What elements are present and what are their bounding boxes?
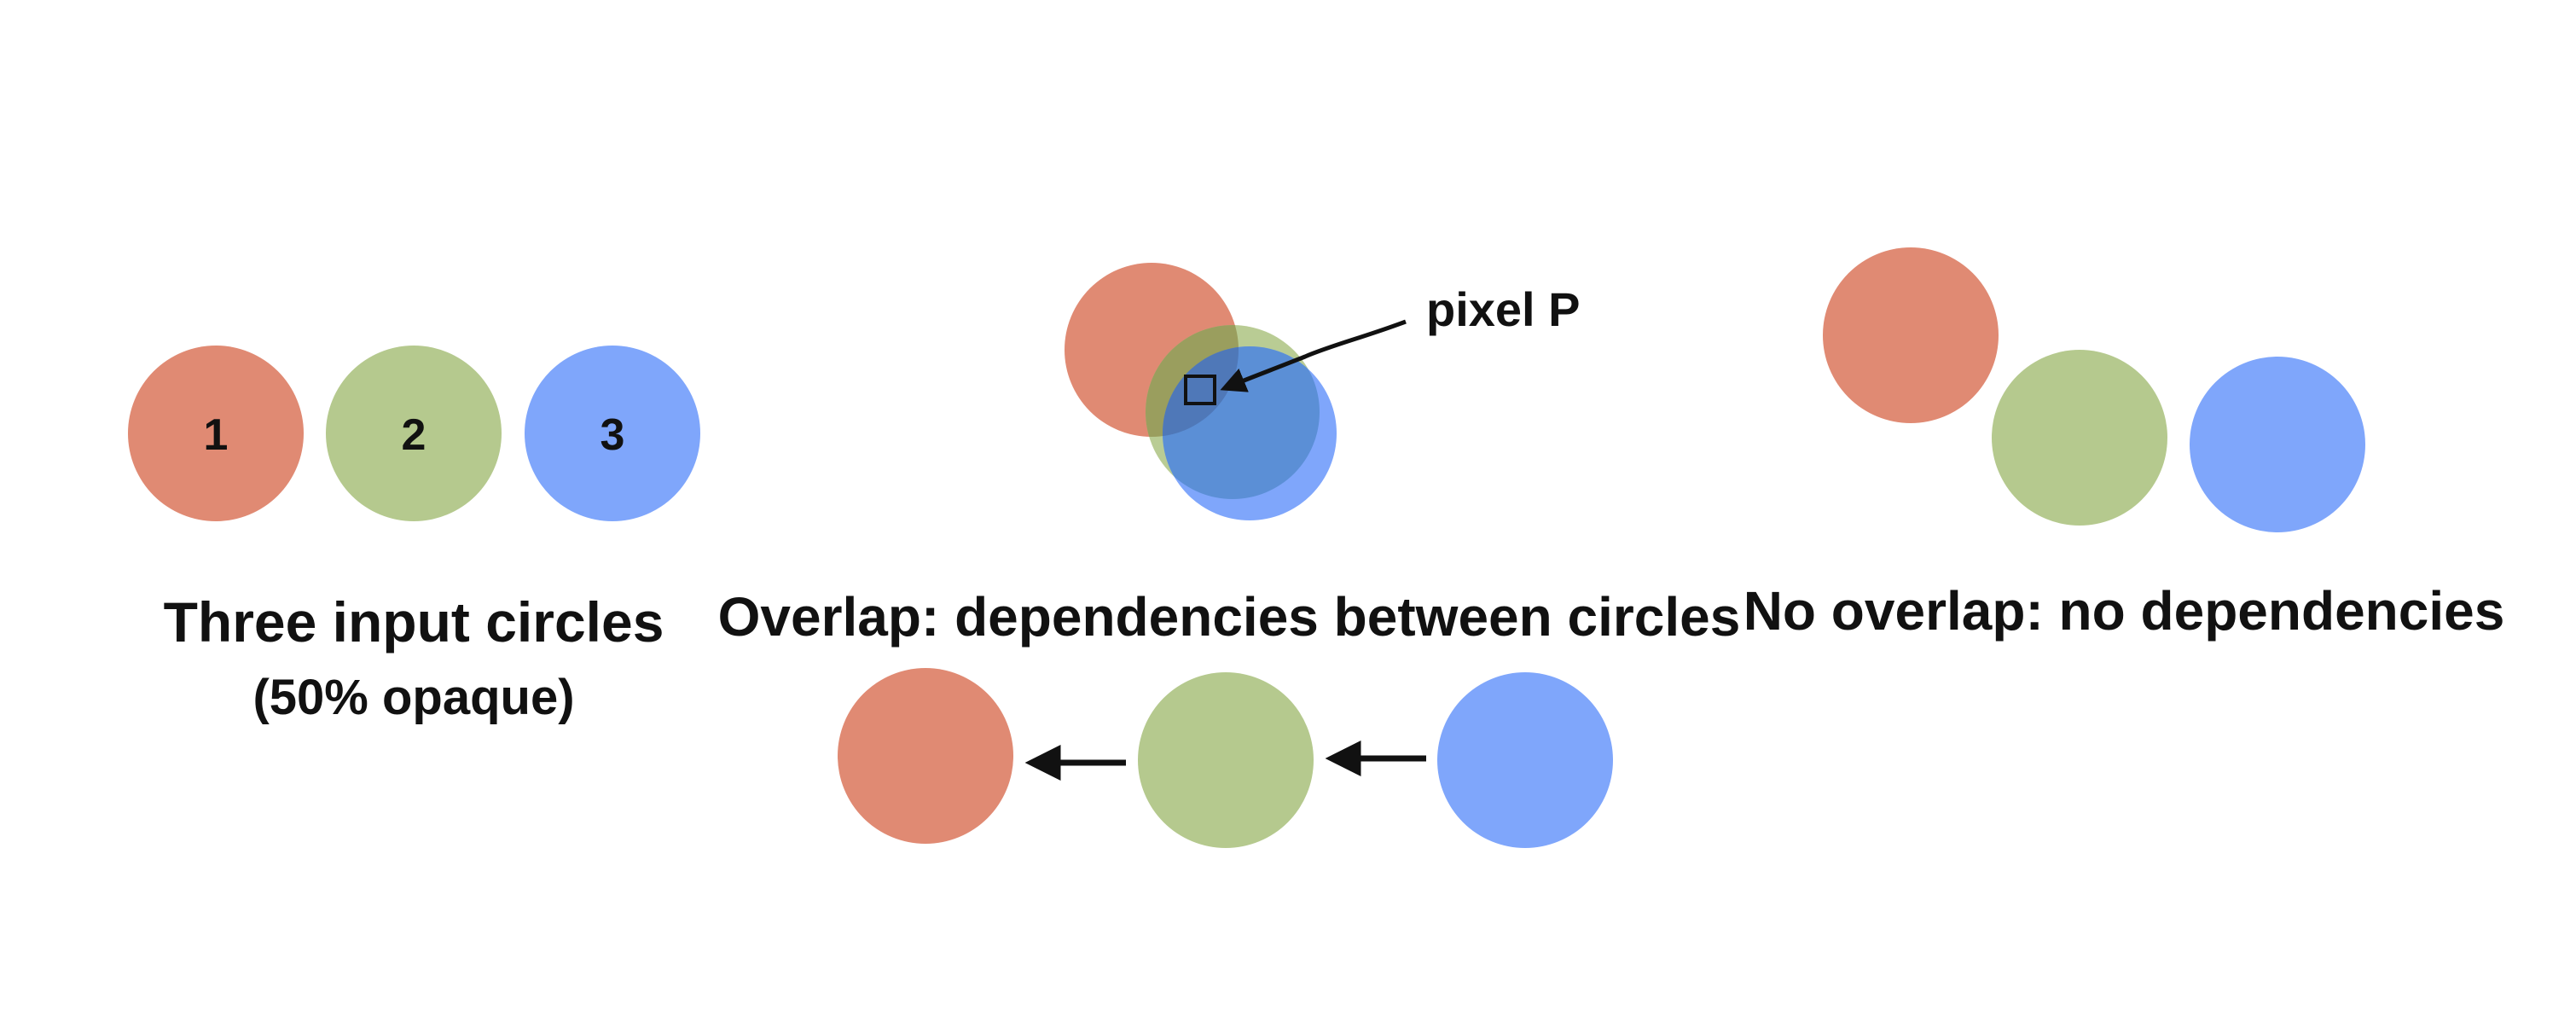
overlap-region-all-three [1163,346,1239,437]
input-circles-panel: 1 2 3 Three input circles (50% opaque) [128,346,700,725]
dependency-circle-red [838,668,1013,844]
input-circle-1-label: 1 [204,410,229,460]
no-overlap-circle-red [1823,247,1999,423]
dependency-circle-blue [1437,672,1613,848]
no-overlap-circle-green [1992,350,2167,526]
overlap-panel-title: Overlap: dependencies between circles [718,586,1741,648]
dependency-circle-green [1138,672,1314,848]
pixel-p-marker [1184,375,1216,405]
overlap-panel: pixel P Overlap: dependencies between ci… [718,263,1741,848]
no-overlap-circle-blue [2190,357,2365,532]
pixel-p-label: pixel P [1426,282,1581,336]
input-circle-3-label: 3 [600,410,625,460]
no-overlap-panel: No overlap: no dependencies [1743,247,2505,642]
input-circle-2 [326,346,502,521]
pixel-p-pointer-arrow [1220,319,1407,392]
input-panel-subtitle: (50% opaque) [252,670,574,725]
input-panel-title: Three input circles [164,590,664,654]
input-circle-2-label: 2 [402,410,426,460]
no-overlap-panel-title: No overlap: no dependencies [1743,580,2505,642]
input-circle-1 [128,346,304,521]
input-circle-3 [525,346,700,521]
